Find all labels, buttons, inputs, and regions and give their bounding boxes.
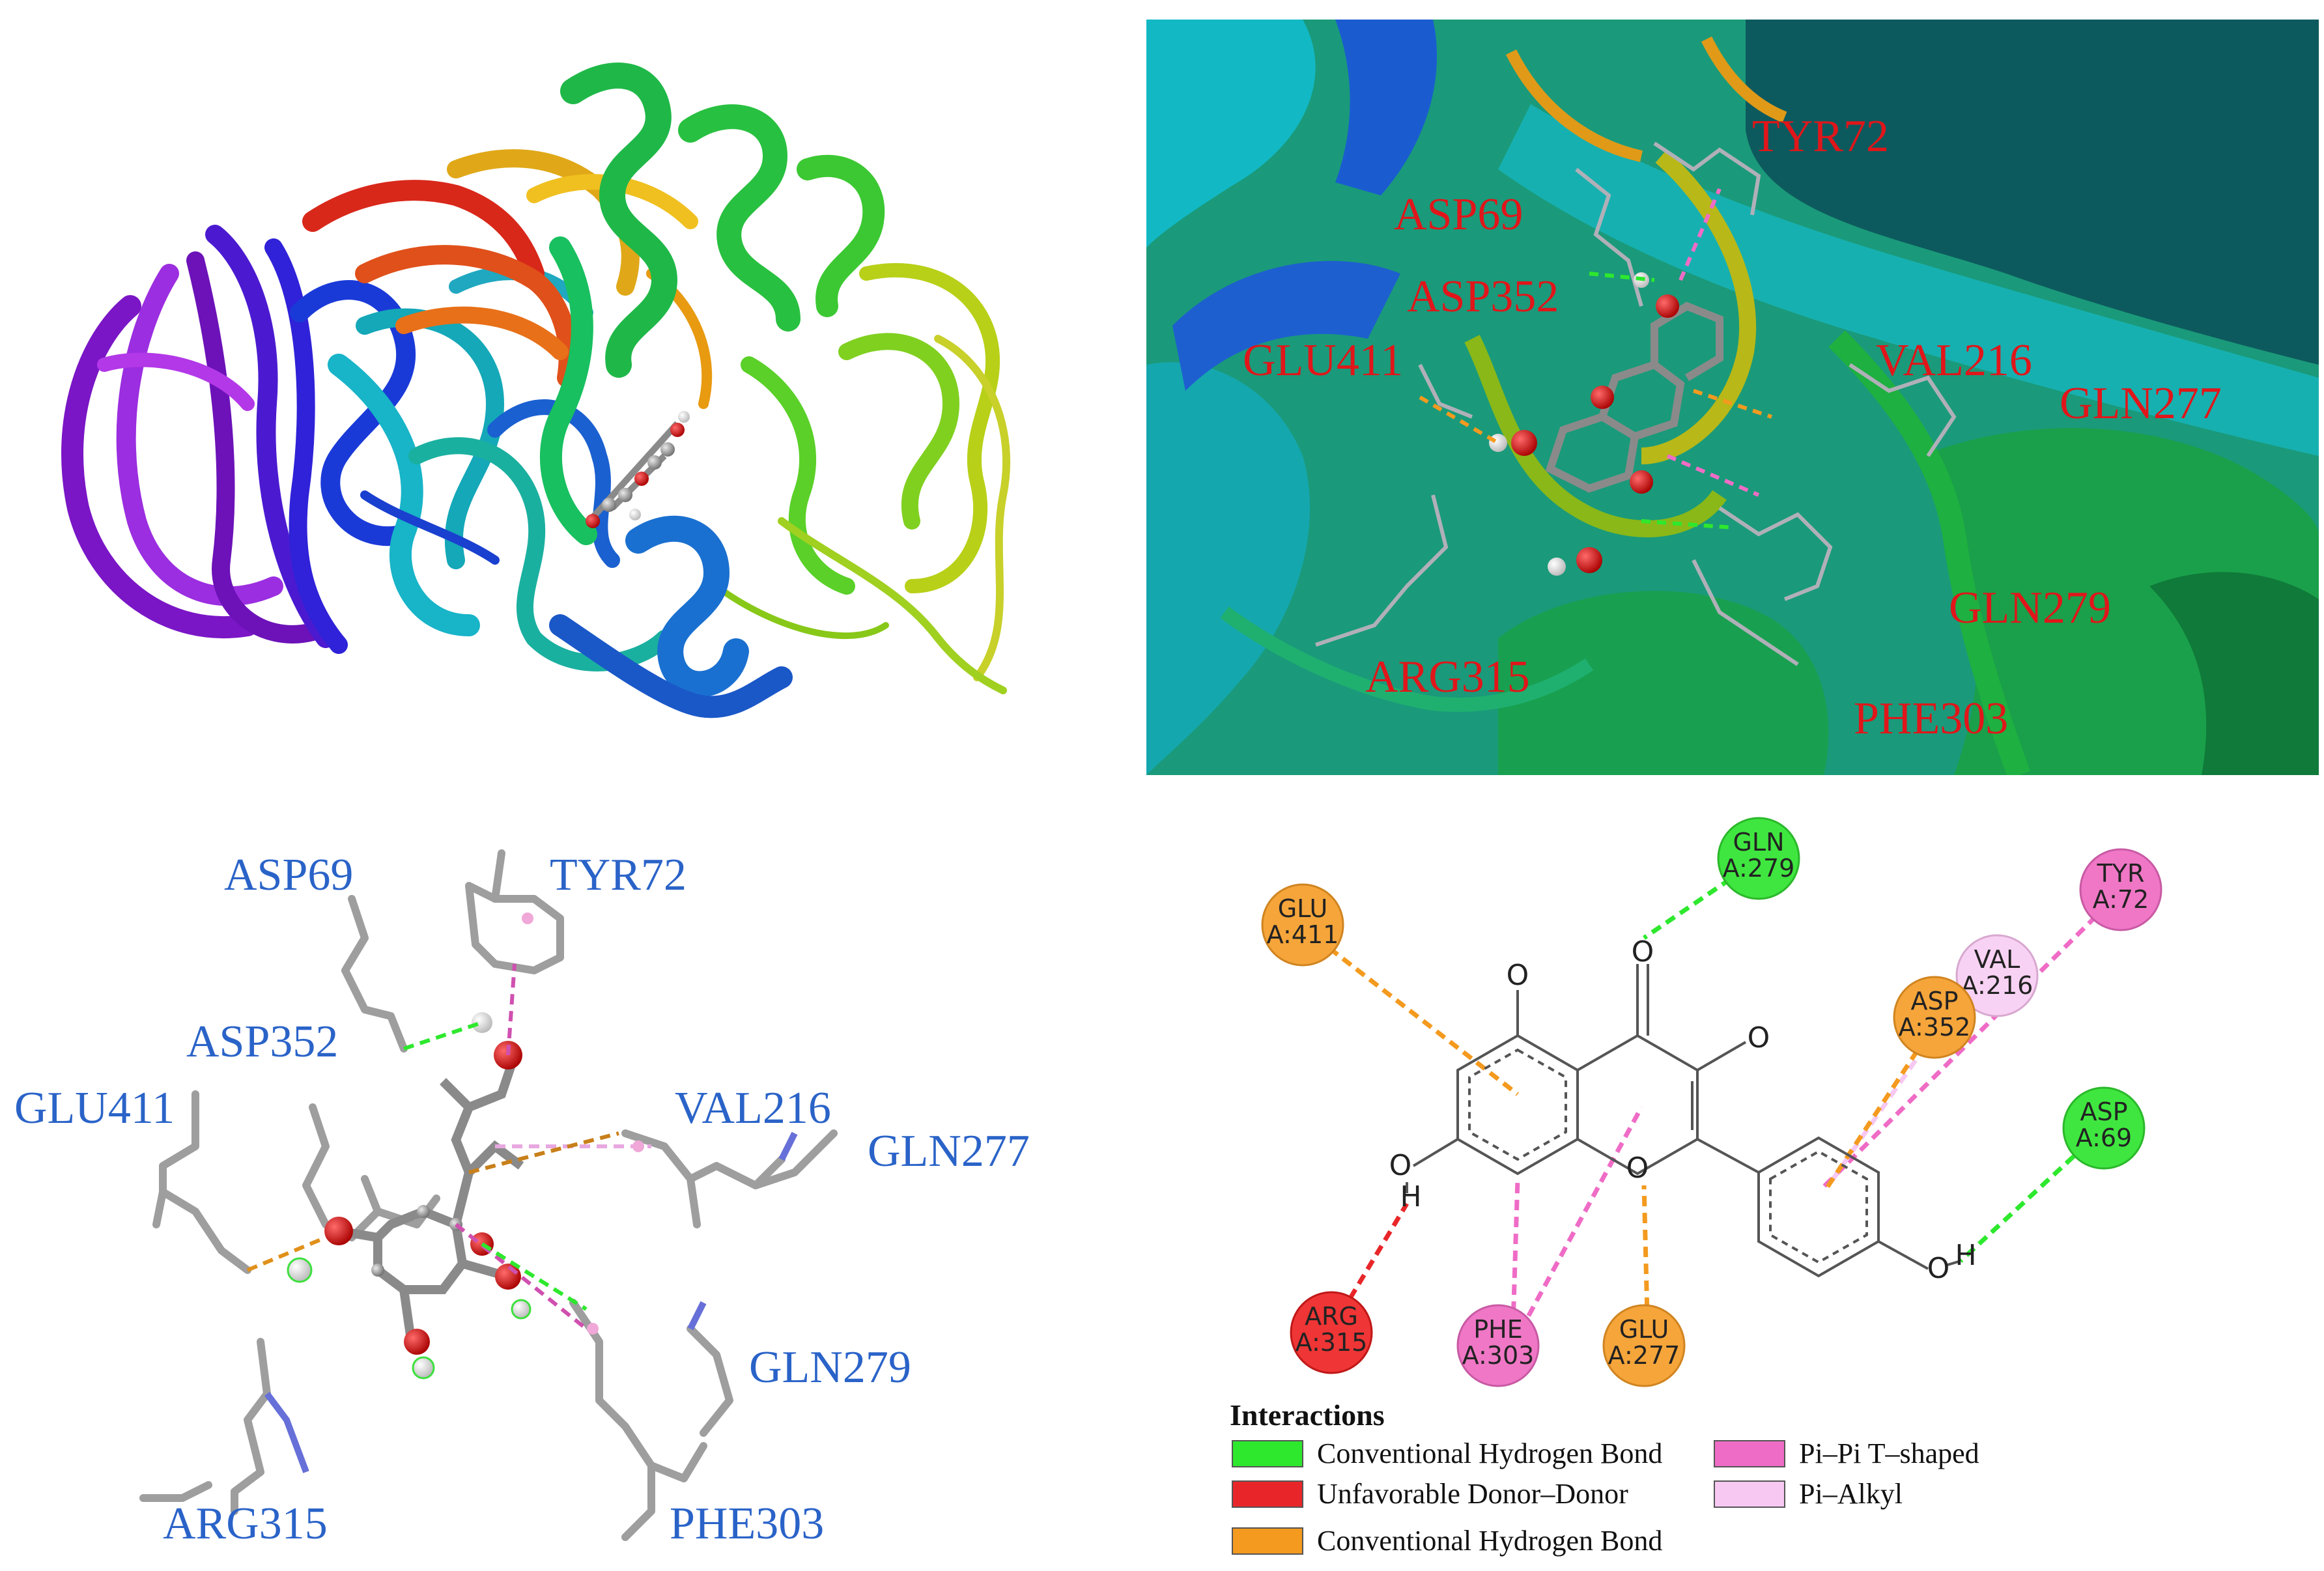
- residue-discs: GLN A:279 GLU A:411 TYR A:72 VAL A:216 A…: [1261, 817, 2162, 1387]
- atom-h4p: H: [1955, 1239, 1976, 1272]
- ligand-ball-stick-c: [287, 1012, 531, 1380]
- beta-sheet-purple: [61, 225, 348, 654]
- residue-asp69-name: ASP: [2080, 1097, 2127, 1126]
- panel-c-labels: ASP69 TYR72 ASP352 GLU411 VAL216 GLN277 …: [14, 850, 1030, 1549]
- residue-phe303-chain: A:303: [1462, 1341, 1535, 1370]
- residue-glu277-name: GLU: [1619, 1315, 1669, 1344]
- molecule-skeleton: [1406, 964, 1961, 1278]
- label-b-gln279: GLN279: [1949, 583, 2111, 633]
- label-c-val216: VAL216: [675, 1083, 831, 1133]
- label-b-arg315: ARG315: [1365, 652, 1530, 702]
- atom-o4: O: [1632, 935, 1654, 969]
- interaction-lines: [1301, 858, 2122, 1347]
- residue-asp69: ASP A:69: [2062, 1086, 2146, 1170]
- residue-tyr72-chain: A:72: [2093, 885, 2149, 914]
- legend-item-pialkyl: Pi–Alkyl: [1714, 1478, 1903, 1510]
- residue-glu277-chain: A:277: [1608, 1341, 1680, 1370]
- panel-b-binding-pocket: TYR72 ASP69 ASP352 GLU411 VAL216 GLN277 …: [1146, 20, 2319, 775]
- legend-label-unfavorable: Unfavorable Donor–Donor: [1317, 1478, 1628, 1510]
- residue-glu411-name: GLU: [1278, 894, 1328, 923]
- residue-val216-name: VAL: [1974, 945, 2020, 974]
- panel-d-2d-interaction-map: O O O O O H O H GLN A:279 GLU A:411 TYR: [1230, 817, 2162, 1557]
- legend-title: Interactions: [1230, 1398, 1385, 1432]
- atom-o4p: O: [1927, 1252, 1950, 1285]
- loops-yellow-green: [713, 262, 1011, 694]
- atom-labels: O O O O O H O H: [1389, 935, 1977, 1285]
- legend-label-pialkyl: Pi–Alkyl: [1799, 1478, 1903, 1510]
- residue-glu277: GLU A:277: [1602, 1304, 1686, 1387]
- label-b-val216: VAL216: [1876, 335, 2032, 386]
- residue-gln279-name: GLN: [1733, 828, 1784, 856]
- label-c-gln277: GLN277: [868, 1126, 1030, 1176]
- residue-asp352: ASP A:352: [1893, 976, 1976, 1059]
- residue-phe303: PHE A:303: [1456, 1304, 1540, 1387]
- residue-gln279: GLN A:279: [1717, 817, 1800, 900]
- panel-a-protein-overview: [61, 63, 1011, 718]
- label-c-asp352: ASP352: [186, 1017, 338, 1067]
- residue-arg315: ARG A:315: [1290, 1291, 1373, 1374]
- legend-label-hbond-orange: Conventional Hydrogen Bond: [1317, 1525, 1662, 1557]
- legend-item-pipi: Pi–Pi T–shaped: [1714, 1437, 1979, 1469]
- residue-glu411: GLU A:411: [1261, 883, 1344, 967]
- label-b-gln277: GLN277: [2060, 378, 2222, 429]
- residue-glu411-chain: A:411: [1267, 920, 1339, 949]
- legend-item-hbond-orange: Conventional Hydrogen Bond: [1232, 1525, 1662, 1557]
- legend-label-hbond: Conventional Hydrogen Bond: [1317, 1437, 1662, 1469]
- helices-blue-bottom: [360, 490, 793, 718]
- helices-green: [539, 63, 960, 595]
- residue-asp352-chain: A:352: [1899, 1013, 1971, 1041]
- sheets-red-orange: [302, 149, 713, 409]
- residue-arg315-chain: A:315: [1296, 1328, 1368, 1357]
- panel-c-residue-sticks: ASP69 TYR72 ASP352 GLU411 VAL216 GLN277 …: [14, 849, 1030, 1549]
- residue-gln279-chain: A:279: [1723, 854, 1795, 883]
- helices-blue-core: [290, 266, 673, 672]
- label-b-asp69: ASP69: [1394, 190, 1523, 240]
- residue-tyr72-name: TYR: [2097, 859, 2145, 888]
- atom-o1: O: [1626, 1152, 1649, 1185]
- panel-b-labels: TYR72 ASP69 ASP352 GLU411 VAL216 GLN277 …: [1243, 111, 2222, 744]
- residue-phe303-name: PHE: [1473, 1315, 1523, 1344]
- legend-item-hbond: Conventional Hydrogen Bond: [1232, 1437, 1662, 1469]
- label-c-tyr72: TYR72: [550, 850, 687, 900]
- atom-o5: O: [1507, 959, 1529, 992]
- atom-o3: O: [1748, 1021, 1770, 1054]
- label-c-arg315: ARG315: [163, 1499, 328, 1549]
- residue-val216: VAL A:216: [1955, 934, 2039, 1017]
- atom-o7: O: [1389, 1149, 1412, 1182]
- residue-asp352-name: ASP: [1910, 987, 1958, 1015]
- label-b-glu411: GLU411: [1243, 335, 1403, 386]
- label-b-asp352: ASP352: [1407, 272, 1559, 322]
- label-c-glu411: GLU411: [14, 1083, 175, 1133]
- label-b-phe303: PHE303: [1854, 694, 2008, 744]
- legend-item-unfavorable: Unfavorable Donor–Donor: [1232, 1478, 1628, 1510]
- interactions-legend: Interactions Conventional Hydrogen Bond …: [1230, 1398, 1979, 1557]
- label-c-asp69: ASP69: [224, 850, 353, 900]
- residue-asp69-chain: A:69: [2076, 1124, 2132, 1152]
- legend-label-pipi: Pi–Pi T–shaped: [1799, 1437, 1979, 1469]
- atom-h7: H: [1400, 1180, 1421, 1213]
- label-b-tyr72: TYR72: [1752, 111, 1889, 162]
- residue-tyr72: TYR A:72: [2079, 848, 2162, 931]
- label-c-phe303: PHE303: [670, 1499, 824, 1549]
- residue-arg315-name: ARG: [1305, 1302, 1358, 1331]
- ligand-ball-and-stick: [586, 411, 690, 528]
- residue-val216-chain: A:216: [1961, 971, 2034, 1000]
- label-c-gln279: GLN279: [749, 1342, 911, 1393]
